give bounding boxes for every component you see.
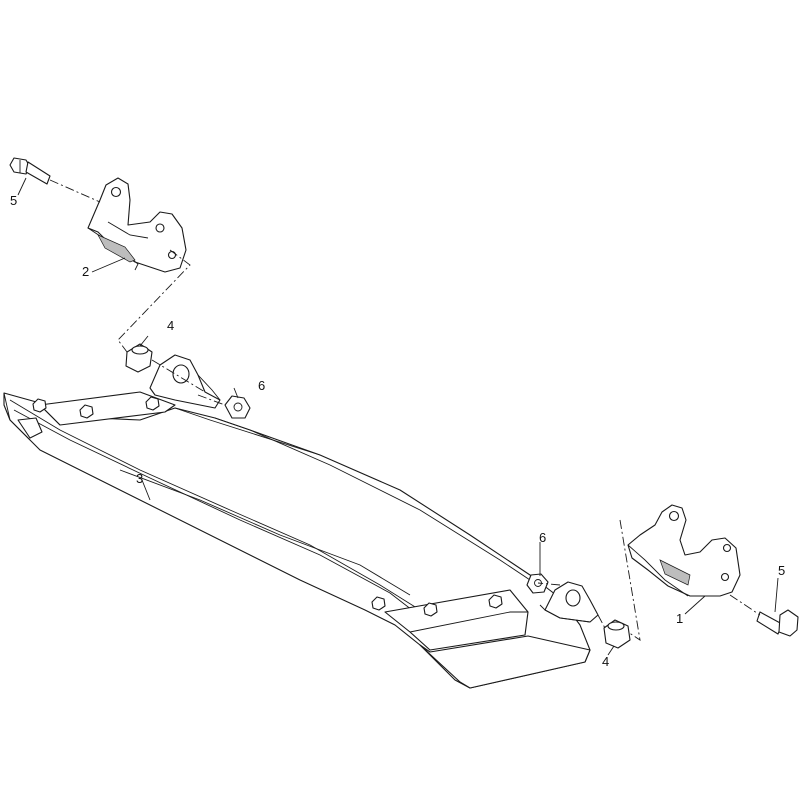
weld-nut-left-2 [79,404,94,419]
leader-lines [17,177,779,656]
bolt-left-part-5 [9,157,51,185]
weld-nut-left-3 [145,396,160,411]
bracket-part-1 [627,504,741,597]
callout-1: 1 [676,611,683,626]
callout-4-right: 4 [602,654,609,669]
callout-6-right: 6 [539,530,546,545]
bracket-part-2 [87,177,187,273]
mounting-tab-left [149,354,221,409]
callout-5-left: 5 [10,193,17,208]
nut-left-part-6 [224,395,251,419]
callout-2: 2 [82,264,89,279]
spacer-left-part-4 [125,343,153,373]
deflector-plate-part-3 [3,354,599,689]
weld-nut-right-1 [371,596,386,611]
bolt-right-part-5 [756,609,799,637]
assembly-centerlines [49,179,761,641]
spacer-right-part-4 [603,619,631,649]
weld-nut-right-3 [488,594,503,609]
callout-3: 3 [136,471,143,486]
weld-nut-left-1 [32,398,47,413]
callout-4-left: 4 [167,318,174,333]
callout-6-left: 6 [258,378,265,393]
mounting-tab-right [539,581,599,623]
callout-5-right: 5 [778,563,785,578]
weld-nut-right-2 [423,602,438,617]
